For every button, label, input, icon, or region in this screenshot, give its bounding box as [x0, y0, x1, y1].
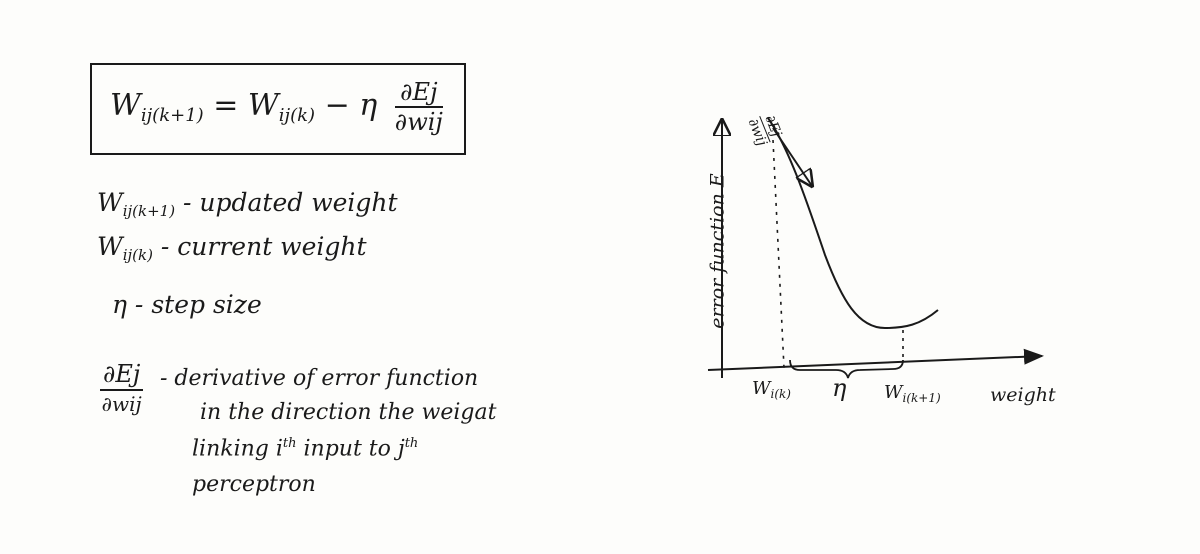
- eta-label: η: [832, 374, 847, 402]
- formula-equals: =: [213, 88, 239, 123]
- def-text: - updated weight: [175, 188, 398, 217]
- formula-frac-den: ∂wij: [394, 108, 443, 136]
- formula-frac-num: ∂Ej: [394, 80, 443, 108]
- line3-sup2: th: [404, 436, 419, 451]
- def-text: - current weight: [152, 232, 367, 261]
- x-axis-label: weight: [990, 384, 1056, 406]
- deriv-num: ∂Ej: [100, 360, 144, 391]
- update-rule-formula: Wij(k+1) = Wij(k) − η ∂Ej ∂wij: [110, 80, 443, 134]
- eta-brace: [789, 359, 904, 379]
- gradient-arrow: [772, 127, 812, 186]
- line3-a: linking i: [192, 436, 283, 462]
- formula-box: [90, 63, 466, 155]
- definition-step-size: η - step size: [112, 290, 262, 319]
- derivative-fraction: ∂Ej ∂wij: [100, 360, 144, 416]
- dashed-line-wk: [772, 139, 785, 369]
- def-sub: ij(k): [122, 246, 153, 264]
- line3-b: input to j: [296, 436, 405, 462]
- tick-wk1-w: W: [884, 382, 903, 403]
- formula-rhs-sub: ij(k): [278, 105, 316, 126]
- definition-current-weight: Wij(k) - current weight: [97, 232, 367, 264]
- def-symbol: η: [112, 290, 127, 319]
- formula-lhs: W: [110, 88, 141, 123]
- x-axis: [707, 348, 1044, 371]
- formula-lhs-sub: ij(k+1): [140, 105, 204, 126]
- def-sub: ij(k+1): [122, 202, 176, 220]
- tick-wk-sub: i(k): [770, 387, 791, 401]
- derivative-line-1: - derivative of error function: [160, 366, 479, 391]
- tick-label-wk1: Wi(k+1): [884, 382, 941, 405]
- tick-wk-w: W: [752, 378, 771, 399]
- deriv-den: ∂wij: [101, 392, 142, 416]
- derivative-line-3: linking ith input to jth: [192, 436, 418, 461]
- y-axis-label: error function E: [706, 173, 729, 329]
- tick-wk1-sub: i(k+1): [902, 391, 941, 405]
- line3-sup1: th: [282, 436, 297, 451]
- error-curve: [767, 117, 939, 330]
- def-symbol: W: [97, 232, 123, 261]
- def-text: - step size: [126, 290, 262, 319]
- tick-label-wk: Wi(k): [752, 378, 791, 401]
- derivative-line-2: in the direction the weigat: [200, 400, 497, 425]
- formula-rhs-w: W: [247, 88, 279, 123]
- formula-minus-eta: − η: [324, 88, 378, 123]
- definition-updated-weight: Wij(k+1) - updated weight: [97, 188, 398, 220]
- def-symbol: W: [97, 188, 123, 217]
- formula-fraction: ∂Ej ∂wij: [394, 80, 443, 136]
- derivative-line-4: perceptron: [192, 472, 316, 497]
